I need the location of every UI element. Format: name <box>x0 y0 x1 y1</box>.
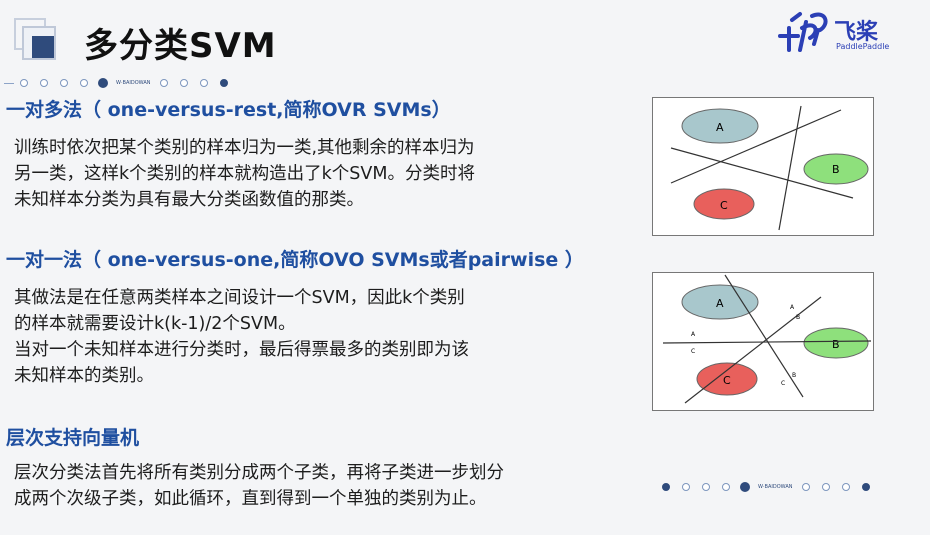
logo-subtitle: PaddlePaddle <box>836 42 890 51</box>
separator-line <box>670 147 854 199</box>
text-line: 另一类，这样k个类别的样本就构造出了k个SVM。分类时将 <box>14 164 475 184</box>
line-label: B <box>796 314 800 321</box>
text-line: 未知样本的类别。 <box>14 366 154 386</box>
class-a-ellipse <box>681 284 759 320</box>
class-c-label: C <box>723 374 731 387</box>
progress-dots-top: W·BAIDOWAN <box>4 76 234 90</box>
section-text-hierarchical: 层次分类法首先将所有类别分成两个子类，再将子类进一步划分 成两个次级子类，如此循… <box>14 460 504 512</box>
text-line: 其做法是在任意两类样本之间设计一个SVM，因此k个类别 <box>14 288 465 308</box>
paddlepaddle-logo: 飞桨 PaddlePaddle <box>776 10 916 58</box>
class-b-ellipse <box>803 153 869 185</box>
section-text-ovr: 训练时依次把某个类别的样本归为一类,其他剩余的样本归为 另一类，这样k个类别的样… <box>14 135 475 213</box>
text-line: 未知样本分类为具有最大分类函数值的那类。 <box>14 190 364 210</box>
class-a-ellipse <box>681 108 759 144</box>
class-a-label: A <box>716 121 724 134</box>
text-line: 当对一个未知样本进行分类时，最后得票最多的类别即为该 <box>14 340 469 360</box>
section-heading-ovo: 一对一法（ one-versus-one,简称OVO SVMs或者pairwis… <box>6 249 584 271</box>
line-label: A <box>691 331 696 338</box>
section-heading-hierarchical: 层次支持向量机 <box>6 427 140 449</box>
section-text-ovo: 其做法是在任意两类样本之间设计一个SVM，因此k个类别 的样本就需要设计k(k-… <box>14 285 469 389</box>
separator-line <box>670 109 842 184</box>
page-title: 多分类SVM <box>84 26 277 66</box>
separator-line <box>778 105 802 231</box>
logo-brand: 飞桨 <box>834 20 879 45</box>
separator-line-bc <box>724 274 804 398</box>
text-line: 成两个次级子类，如此循环，直到得到一个单独的类别为止。 <box>14 489 487 509</box>
paddle-logo-icon <box>778 12 828 52</box>
progress-dots-bottom: W·BAIDOWAN <box>656 480 876 494</box>
class-c-ellipse <box>696 362 758 396</box>
line-label: C <box>691 348 695 355</box>
class-a-label: A <box>716 297 724 310</box>
line-label: C <box>781 380 785 387</box>
section-heading-ovr: 一对多法（ one-versus-rest,简称OVR SVMs） <box>6 99 451 121</box>
class-c-label: C <box>720 199 728 212</box>
line-label: A <box>790 304 795 311</box>
progress-tag-bottom: W·BAIDOWAN <box>758 484 793 490</box>
class-b-ellipse <box>803 327 869 359</box>
class-b-label: B <box>832 163 840 176</box>
title-decoration-icon <box>14 18 68 66</box>
line-label: B <box>792 372 796 379</box>
separator-line-ac <box>684 296 822 404</box>
text-line: 层次分类法首先将所有类别分成两个子类，再将子类进一步划分 <box>14 463 504 483</box>
ovr-diagram: A B C <box>652 97 874 236</box>
text-line: 训练时依次把某个类别的样本归为一类,其他剩余的样本归为 <box>14 138 475 158</box>
ovo-diagram: A B C A B A C C B <box>652 272 874 411</box>
class-b-label: B <box>832 338 840 351</box>
separator-line-ab <box>662 340 872 344</box>
progress-tag: W·BAIDOWAN <box>116 80 151 86</box>
text-line: 的样本就需要设计k(k-1)/2个SVM。 <box>14 314 296 334</box>
class-c-ellipse <box>693 188 755 220</box>
